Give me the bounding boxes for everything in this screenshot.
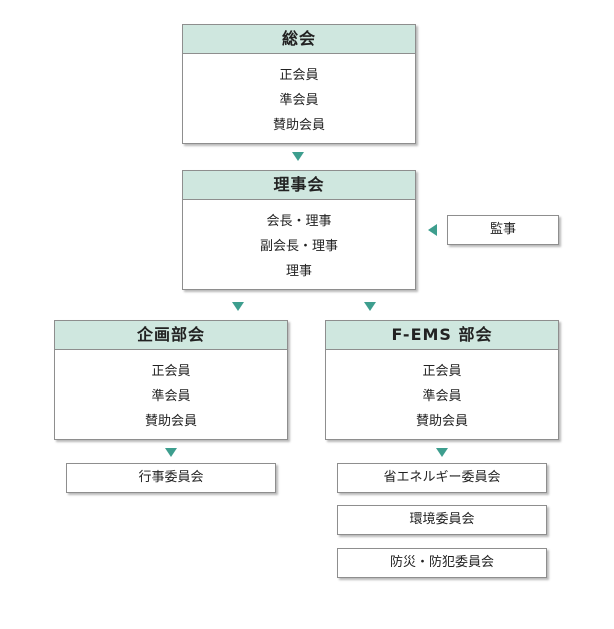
- fems-division-members: 正会員 準会員 賛助会員: [326, 350, 558, 434]
- fems-division-title: F-EMS 部会: [326, 321, 558, 350]
- member-type: 賛助会員: [144, 414, 197, 429]
- arrow-left-icon: [428, 224, 437, 236]
- planning-division-members: 正会員 準会員 賛助会員: [55, 350, 287, 434]
- arrow-down-icon: [165, 448, 177, 457]
- arrow-down-icon: [232, 302, 244, 311]
- member-type: 正会員: [422, 364, 462, 379]
- planning-division-box: 企画部会 正会員 準会員 賛助会員: [54, 320, 288, 440]
- board-role: 理事: [285, 264, 312, 279]
- member-type: 正会員: [279, 68, 319, 83]
- board-box: 理事会 会長・理事 副会長・理事 理事: [182, 170, 416, 290]
- general-assembly-box: 総会 正会員 準会員 賛助会員: [182, 24, 416, 144]
- board-role: 副会長・理事: [259, 239, 338, 254]
- arrow-down-icon: [436, 448, 448, 457]
- arrow-down-icon: [364, 302, 376, 311]
- energy-saving-committee-box: 省エネルギー委員会: [337, 463, 547, 493]
- member-type: 賛助会員: [415, 414, 468, 429]
- planning-division-title: 企画部会: [55, 321, 287, 350]
- general-assembly-members: 正会員 準会員 賛助会員: [183, 54, 415, 138]
- member-type: 準会員: [279, 93, 319, 108]
- event-committee-box: 行事委員会: [66, 463, 276, 493]
- auditor-box: 監事: [447, 215, 559, 245]
- disaster-crime-prevention-committee-box: 防災・防犯委員会: [337, 548, 547, 578]
- arrow-down-icon: [292, 152, 304, 161]
- member-type: 正会員: [151, 364, 191, 379]
- member-type: 賛助会員: [272, 118, 325, 133]
- member-type: 準会員: [422, 389, 462, 404]
- board-title: 理事会: [183, 171, 415, 200]
- board-role: 会長・理事: [266, 214, 332, 229]
- general-assembly-title: 総会: [183, 25, 415, 54]
- environment-committee-box: 環境委員会: [337, 505, 547, 535]
- member-type: 準会員: [151, 389, 191, 404]
- board-members: 会長・理事 副会長・理事 理事: [183, 200, 415, 284]
- fems-division-box: F-EMS 部会 正会員 準会員 賛助会員: [325, 320, 559, 440]
